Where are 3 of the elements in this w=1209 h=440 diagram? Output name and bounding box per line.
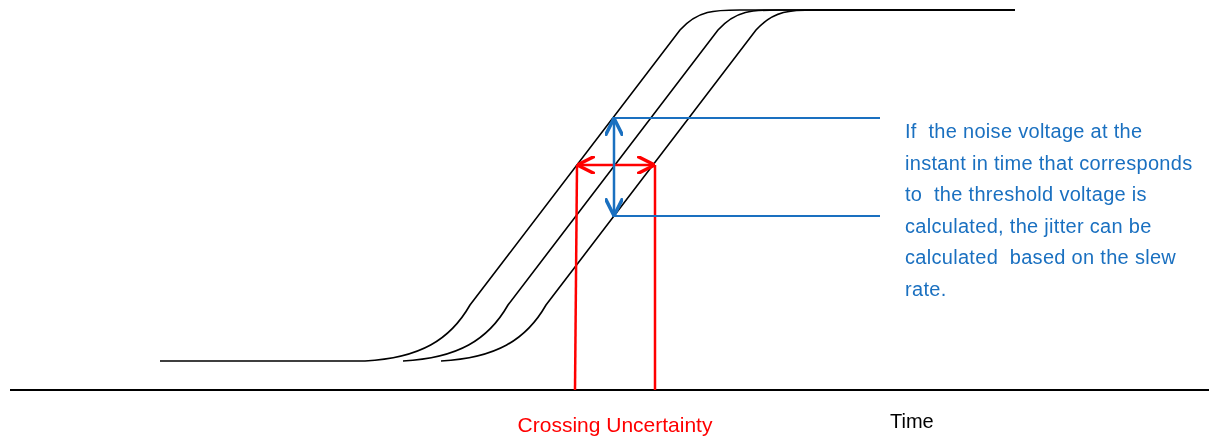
axis-label: Time — [890, 410, 934, 433]
axis-label: Crossing Uncertainty — [516, 413, 714, 437]
annotation-text: If the noise voltage at the instant in time that corresponds to the threshold voltage is calculated, the jitter can be calculated based on the slew rate. — [905, 119, 1194, 302]
